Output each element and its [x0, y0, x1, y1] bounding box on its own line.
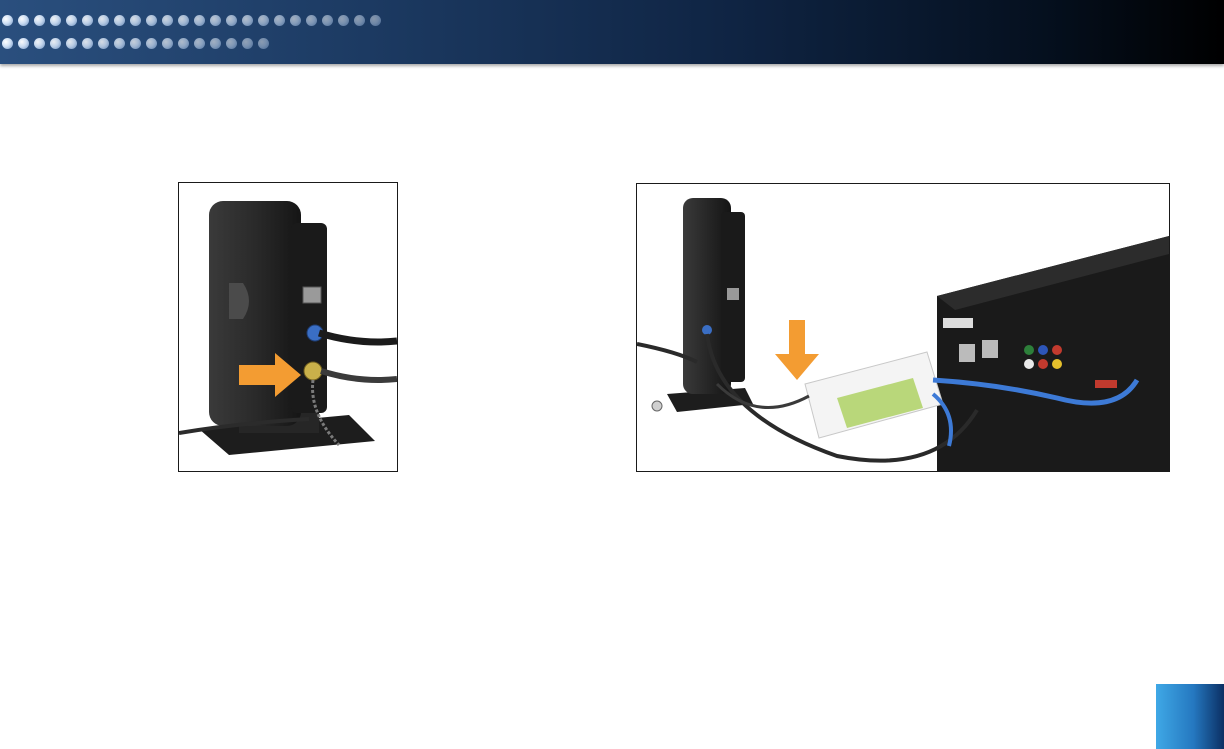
header-dot: [130, 15, 141, 26]
header-dot: [210, 38, 221, 49]
header-dot: [18, 38, 29, 49]
header-dot: [274, 15, 285, 26]
header-dot: [226, 38, 237, 49]
header-dot: [162, 38, 173, 49]
header-dot: [178, 15, 189, 26]
header-dot: [130, 38, 141, 49]
receiver-connection-illustration: [637, 184, 1169, 471]
header-dot: [2, 38, 13, 49]
header-dot: [322, 15, 333, 26]
header-dot: [242, 15, 253, 26]
header-banner: [0, 0, 1224, 64]
header-dot: [82, 15, 93, 26]
header-dot: [194, 15, 205, 26]
header-dot: [50, 15, 61, 26]
header-dot: [306, 15, 317, 26]
header-dot: [18, 15, 29, 26]
header-dot: [146, 15, 157, 26]
wireless-adapter-illustration: [179, 183, 397, 471]
header-dot: [114, 38, 125, 49]
header-dot: [354, 15, 365, 26]
header-dot: [98, 38, 109, 49]
adapter-body: [209, 201, 301, 426]
photo-adapter-rear: [178, 182, 398, 472]
header-dot: [114, 15, 125, 26]
header-dot: [50, 38, 61, 49]
page-corner-tab: [1156, 684, 1224, 749]
header-dot: [34, 38, 45, 49]
header-dot: [338, 15, 349, 26]
header-dot: [66, 15, 77, 26]
ethernet-port-icon: [303, 287, 321, 303]
header-dot: [178, 38, 189, 49]
header-dot: [98, 15, 109, 26]
gold-coax-connector-icon: [304, 362, 322, 380]
header-dot: [370, 15, 381, 26]
header-dot: [34, 15, 45, 26]
header-dot: [290, 15, 301, 26]
header-dot: [2, 15, 13, 26]
header-dot: [162, 15, 173, 26]
header-dot: [194, 38, 205, 49]
header-dot: [258, 38, 269, 49]
header-dot: [210, 15, 221, 26]
logo-mark-icon: [229, 283, 249, 319]
header-dot: [226, 15, 237, 26]
header-dot: [258, 15, 269, 26]
header-dot: [242, 38, 253, 49]
header-dot: [82, 38, 93, 49]
header-dot: [146, 38, 157, 49]
header-dot: [66, 38, 77, 49]
photo-adapter-to-receiver: [636, 183, 1170, 472]
